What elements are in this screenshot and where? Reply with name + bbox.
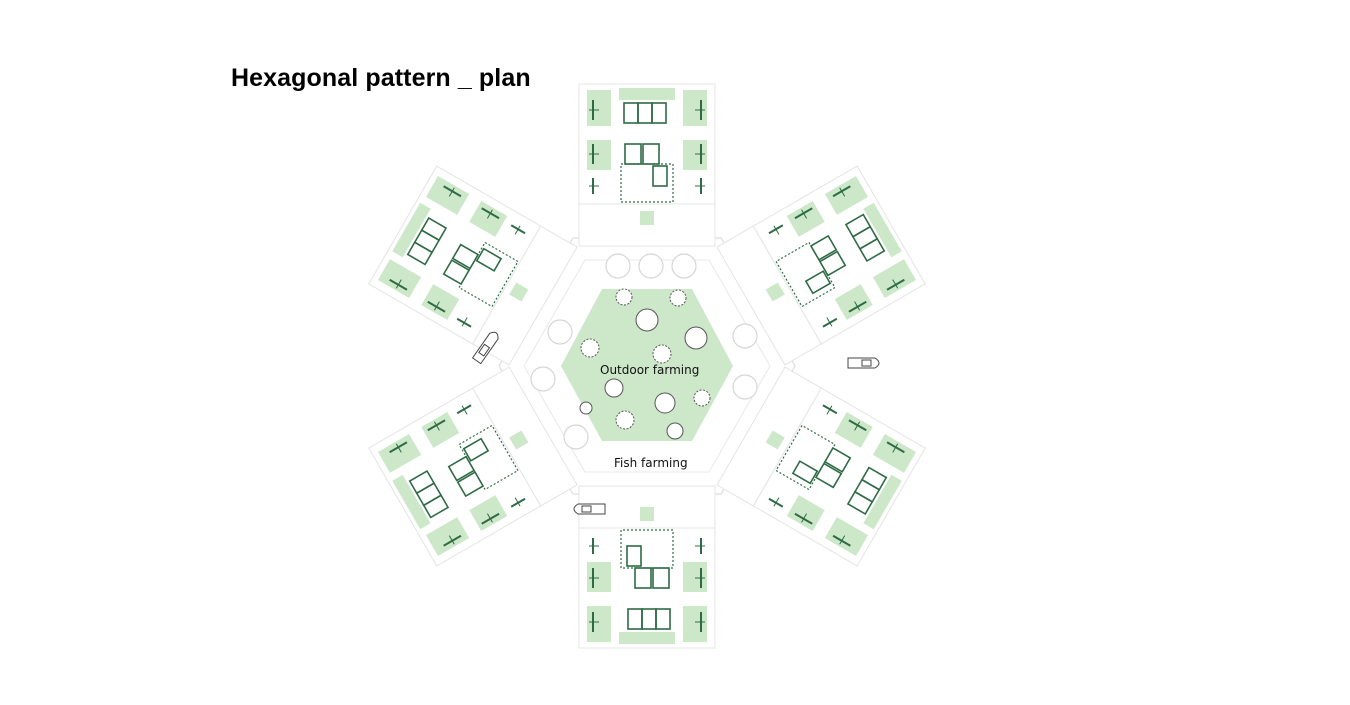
housing-module-north-west <box>367 165 579 366</box>
outdoor-farming-area <box>561 288 733 441</box>
boat-icon <box>573 503 606 515</box>
housing-module-north <box>578 83 716 247</box>
fish-farming-label: Fish farming <box>614 456 688 470</box>
boat-icon <box>471 331 499 365</box>
tree-icon <box>579 288 711 440</box>
fish-farming-pools <box>530 253 758 450</box>
boat-icon <box>847 357 880 369</box>
water-hexagon <box>498 237 796 495</box>
outdoor-farming-label: Outdoor farming <box>600 363 699 377</box>
housing-module-south-west <box>367 366 579 567</box>
page-title: Hexagonal pattern _ plan <box>231 64 531 92</box>
